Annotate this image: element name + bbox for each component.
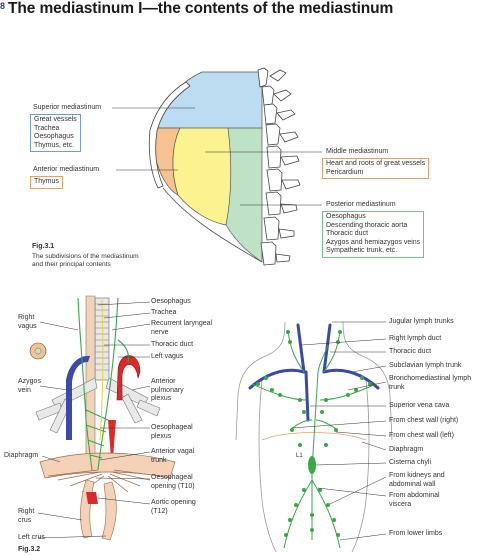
label-jugular-lymph-trunks: Jugular lymph trunks — [389, 318, 454, 325]
label-thoracic-duct-3: Thoracic duct — [389, 348, 432, 355]
label-left-crus: Left crus — [18, 534, 45, 541]
label-oesophageal-plexus: Oesophageal plexus — [151, 424, 193, 440]
middle-item: Heart and roots of great vessels — [326, 160, 426, 167]
vagus-nerves-shape — [77, 297, 129, 471]
label-subclavian-lymph-trunk: Subclavian lymph trunk — [389, 362, 462, 369]
label-oesophageal-opening: Oesophageal opening (T10) — [151, 474, 195, 490]
great-veins-shape — [248, 323, 380, 422]
caption-line: and their principal contents — [32, 261, 111, 269]
anterior-item: Thymus — [34, 178, 59, 185]
label-from-kidneys: From kidneys and abdominal wall — [389, 472, 445, 488]
posterior-item: Sympathetic trunk, etc. — [326, 247, 398, 255]
posterior-item: Descending thoracic aorta — [326, 221, 408, 229]
middle-item: Pericardium — [326, 168, 364, 176]
label-from-abdominal-viscera: From abdominal viscera — [389, 492, 440, 508]
lymph-nodes-shape — [256, 330, 372, 537]
posterior-mediastinum-label: Posterior mediastinum — [326, 201, 396, 208]
page-title: The mediastinum I—the contents of the me… — [8, 0, 394, 17]
label-diaphragm-3: Diaphragm — [389, 446, 424, 453]
label-right-crus: Right crus — [18, 508, 35, 524]
figure-3-1-caption-title: Fig.3.1 — [32, 243, 55, 250]
posterior-item: Thoracic duct — [326, 230, 369, 238]
middle-contents-box: Heart and roots of great vessels Pericar… — [322, 158, 430, 180]
sternum-shape — [148, 81, 191, 189]
label-cisterna-chyli: Cisterna chyli — [389, 459, 432, 466]
label-anterior-vagal-trunk: Anterior vagal trunk — [151, 448, 195, 464]
small-heart-inset-icon — [29, 342, 47, 360]
azygos-vein-shape — [66, 355, 90, 440]
label-right-vagus: Right vagus — [18, 314, 37, 330]
label-recurrent-laryngeal-nerve: Recurrent laryngeal nerve — [151, 320, 213, 336]
label-aortic-opening: Aortic opening (T12) — [151, 499, 196, 515]
superior-item: Great vessels — [34, 116, 77, 123]
label-trachea: Trachea — [151, 309, 177, 316]
posterior-contents-box: Oesophagus Descending thoracic aorta Tho… — [322, 211, 425, 258]
label-bronchomediastinal-lymph-trunk: Bronchomediastinal lymph trunk — [389, 375, 472, 391]
vertebra-l1-label: L1 — [296, 453, 303, 459]
label-anterior-pulmonary-plexus: Anterior pulmonary plexus — [151, 378, 184, 403]
page-number: 8 — [0, 1, 6, 11]
bronchus-right-shape — [105, 377, 161, 424]
figure-3-1-caption: The subdivisions of the mediastinum and … — [32, 253, 139, 270]
cisterna-chyli-shape — [308, 456, 316, 474]
middle-mediastinum-label: Middle mediastinum — [326, 148, 389, 155]
anterior-contents-box: Thymus — [30, 176, 63, 189]
superior-item: Oesophagus — [34, 133, 74, 141]
anterior-mediastinum-label: Anterior mediastinum — [33, 166, 100, 173]
label-from-lower-limbs: From lower limbs — [389, 530, 443, 537]
torso-outline — [235, 321, 393, 553]
diaphragm-shape — [39, 452, 176, 493]
caption-line: The subdivisions of the mediastinum — [32, 253, 139, 260]
label-diaphragm: Diaphragm — [4, 452, 39, 459]
label-from-chest-wall-right: From chest wall (right) — [389, 417, 459, 424]
superior-item: Trachea — [34, 124, 60, 132]
figure-3-2-caption-title: Fig.3.2 — [18, 546, 41, 553]
label-from-chest-wall-left: From chest wall (left) — [389, 432, 454, 439]
label-azygos-vein: Azygos vein — [18, 378, 41, 394]
label-thoracic-duct: Thoracic duct — [151, 341, 194, 348]
posterior-item: Oesophagus — [326, 213, 366, 220]
superior-mediastinum-label: Superior mediastinum — [33, 104, 102, 111]
superior-item: Thymus, etc. — [34, 141, 75, 149]
posterior-item: Azygos and hemiazygos veins — [326, 238, 421, 246]
vertebral-column — [257, 67, 301, 266]
label-left-vagus: Left vagus — [151, 353, 184, 360]
label-oesophagus: Oesophagus — [151, 298, 191, 305]
label-superior-vena-cava: Superior vena cava — [389, 402, 450, 409]
superior-contents-box: Great vessels Trachea Oesophagus Thymus,… — [30, 114, 81, 153]
lymph-vessels-shape — [251, 329, 377, 549]
label-right-lymph-duct: Right lymph duct — [389, 335, 442, 342]
left-crus-shape — [101, 481, 117, 541]
